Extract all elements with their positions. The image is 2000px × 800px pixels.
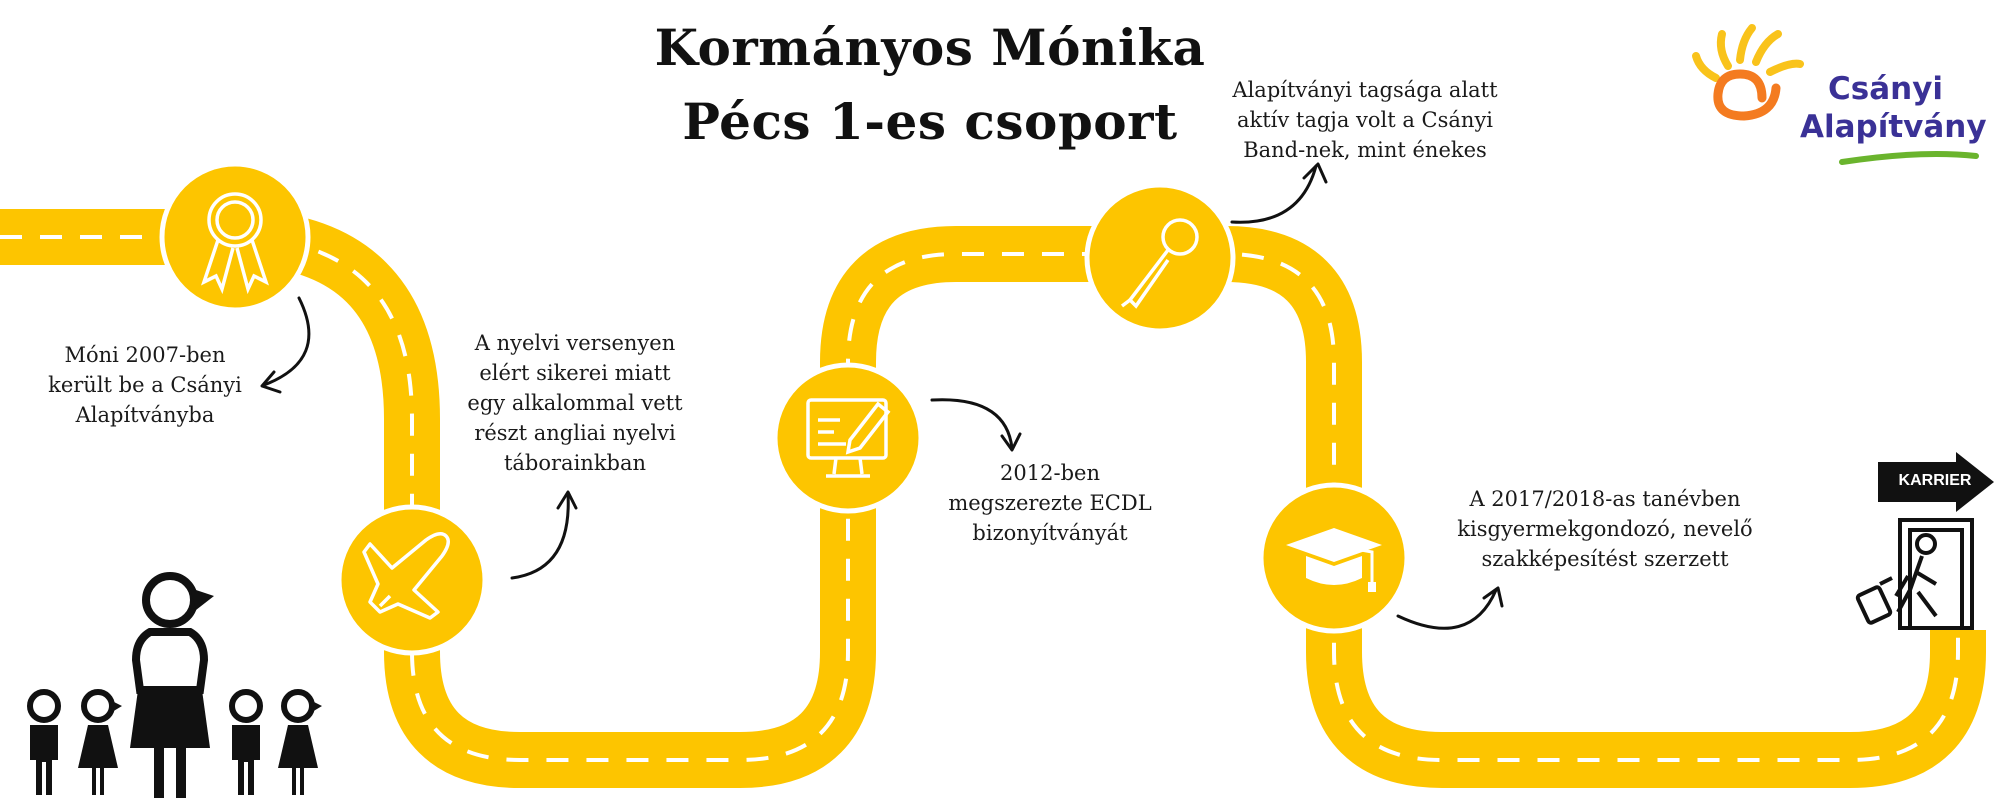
logo-line2: Alapítvány	[1800, 109, 1987, 145]
people-group-icon	[27, 572, 322, 798]
milestone-caption-3: 2012-ben megszerezte ECDL bizonyítványát	[948, 461, 1152, 545]
milestone-caption-2: A nyelvi versenyen elért sikerei miatt e…	[467, 331, 683, 475]
milestone-medal	[159, 161, 311, 313]
exit-door-traveler-icon	[1855, 518, 1974, 630]
milestone-microphone	[1084, 182, 1236, 334]
karrier-label: KARRIER	[1898, 472, 1972, 489]
milestone-caption-4: Alapítványi tagsága alatt aktív tagja vo…	[1232, 78, 1498, 162]
arrow-4	[1230, 162, 1328, 224]
arrow-1	[260, 296, 311, 394]
medal-icon	[201, 192, 269, 295]
sun-spiral-logo-icon	[1692, 24, 1979, 165]
page-subtitle: Pécs 1-es csoport	[682, 92, 1178, 151]
milestone-airplane	[336, 504, 488, 656]
computer-edit-icon	[806, 398, 891, 478]
arrow-2	[510, 490, 578, 580]
graduation-cap-icon	[1286, 528, 1382, 592]
milestone-graduation	[1258, 482, 1410, 634]
page-title: Kormányos Mónika	[654, 18, 1206, 77]
milestone-computer	[772, 362, 924, 514]
airplane-icon	[362, 532, 450, 620]
child-figure-icon	[78, 689, 122, 795]
karrier-sign	[1878, 452, 1994, 512]
arrow-5	[1396, 586, 1504, 630]
child-figure-icon	[229, 689, 263, 795]
woman-figure-icon	[130, 572, 214, 798]
child-figure-icon	[278, 689, 322, 795]
logo-line1: Csányi	[1828, 71, 1944, 107]
arrow-3	[930, 398, 1022, 452]
road	[0, 209, 1986, 788]
connector-arrows	[260, 162, 1504, 630]
milestone-caption-1: Móni 2007-ben került be a Csányi Alapítv…	[48, 343, 242, 427]
child-figure-icon	[27, 689, 61, 795]
microphone-icon	[1120, 218, 1199, 309]
milestone-caption-5: A 2017/2018-as tanévben kisgyermekgondoz…	[1457, 487, 1753, 571]
